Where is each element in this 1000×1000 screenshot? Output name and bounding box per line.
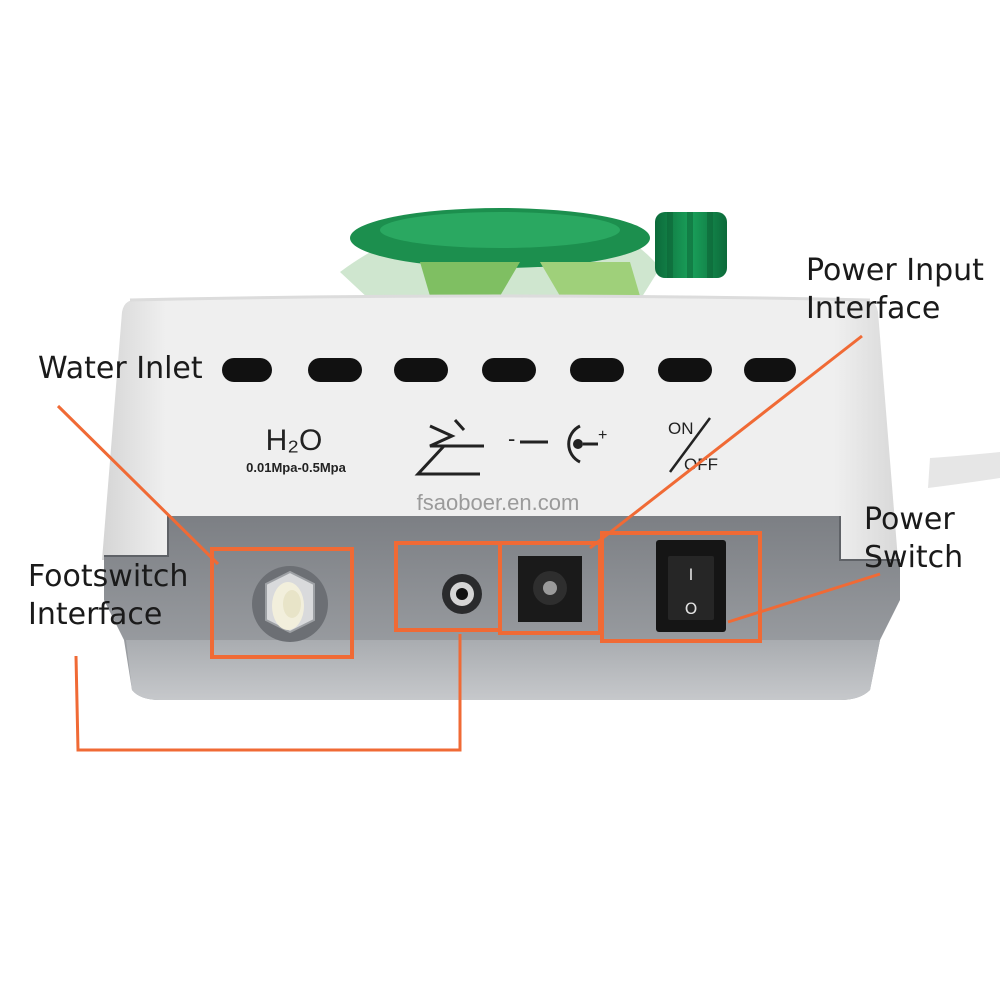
top-dial — [340, 208, 660, 300]
power-switch-label-line2: Switch — [864, 540, 964, 575]
footswitch-jack[interactable] — [442, 574, 482, 614]
dc-minus-text: - — [508, 426, 515, 451]
power-input-label-line2: Interface — [806, 291, 941, 326]
power-input-label: Power Input Interface — [806, 252, 984, 328]
water-inlet-label: Water Inlet — [38, 350, 203, 388]
footswitch-label-line1: Footswitch — [28, 559, 189, 594]
footswitch-symbol-icon — [414, 418, 484, 476]
on-text: ON — [668, 419, 694, 438]
footswitch-label: Footswitch Interface — [28, 558, 188, 634]
dc-plus-text: + — [598, 427, 607, 444]
control-knob[interactable] — [655, 212, 727, 278]
footswitch-label-line2: Interface — [28, 597, 163, 632]
switch-off-mark: O — [685, 599, 698, 618]
power-switch-label: Power Switch — [864, 501, 963, 577]
power-switch-line — [727, 572, 881, 624]
water-inlet-label-line1: Water Inlet — [38, 351, 203, 386]
water-hose — [928, 452, 1000, 488]
dc-polarity-icon: - + — [508, 424, 607, 464]
power-switch[interactable]: I O — [656, 540, 726, 632]
callout-lines — [56, 334, 881, 752]
switch-on-mark: I — [689, 565, 694, 584]
panel-markings: H₂O 0.01Mpa-0.5Mpa - + ON OFF fsaoboer.e… — [246, 417, 718, 515]
watermark: fsaoboer.en.com — [417, 490, 580, 515]
water-inlet-line — [56, 404, 220, 566]
power-input-line — [589, 334, 863, 550]
vent-slots — [222, 358, 796, 382]
power-switch-label-line1: Power — [864, 502, 955, 537]
h2o-text: H₂O — [266, 424, 323, 457]
power-input-jack[interactable] — [518, 556, 582, 622]
water-inlet-connector[interactable] — [252, 566, 328, 642]
water-inlet-box — [210, 547, 354, 659]
callout-boxes — [210, 531, 762, 659]
power-switch-box — [600, 531, 762, 643]
footswitch-line — [74, 634, 462, 752]
power-input-label-line1: Power Input — [806, 253, 984, 288]
pressure-range-text: 0.01Mpa-0.5Mpa — [246, 460, 346, 475]
